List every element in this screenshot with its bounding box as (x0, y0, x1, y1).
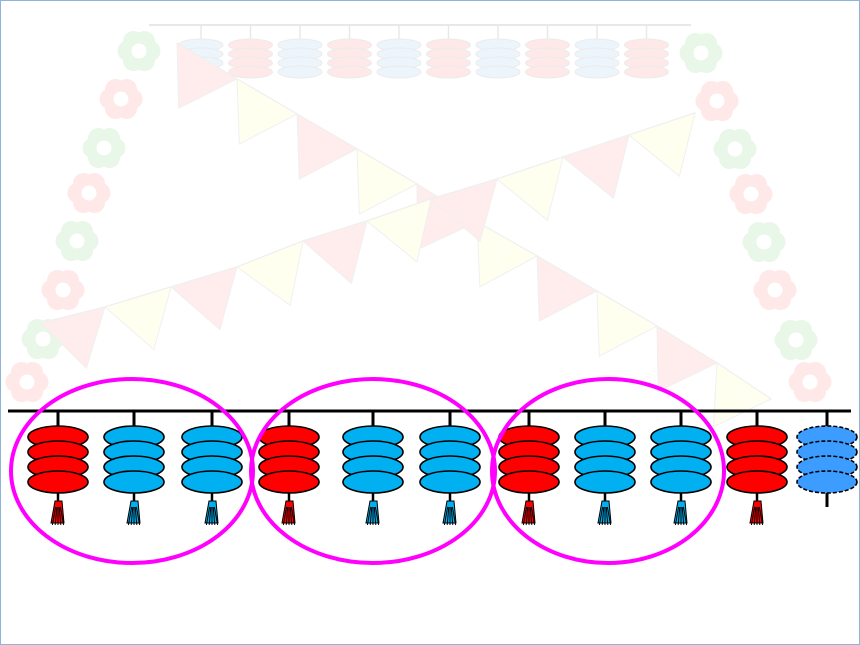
flower-deco-left (55, 220, 99, 262)
mini-lantern-deco (475, 25, 521, 79)
lantern-blue (103, 411, 165, 526)
mini-lantern-deco (178, 25, 224, 79)
lantern-red (498, 411, 560, 526)
lantern-tassel (281, 493, 296, 526)
mini-lantern-deco (574, 25, 620, 79)
flower-deco-right (713, 128, 757, 170)
group-circles (9, 377, 726, 565)
group-circle-2 (249, 377, 497, 565)
mini-lantern-deco (525, 25, 570, 79)
mini-lantern-deco (624, 25, 669, 79)
lantern-red (27, 411, 89, 526)
flower-deco-left (82, 127, 126, 169)
lantern-tassel (365, 493, 380, 526)
flower-deco-left (21, 318, 65, 360)
bunting-deco-ascending (40, 112, 696, 370)
lantern-blue (419, 411, 481, 526)
lantern-blue (650, 411, 712, 526)
lantern-tassel (50, 493, 65, 526)
lantern-blue (181, 411, 243, 526)
flower-deco-right (695, 80, 739, 122)
lantern-tassel (673, 493, 688, 526)
lantern-tassel (442, 493, 457, 526)
lantern-row (27, 411, 858, 526)
lantern-blue (574, 411, 636, 526)
flower-deco-right (753, 269, 797, 311)
lantern-blue_last (796, 411, 858, 507)
lantern-tassel (597, 493, 612, 526)
mini-lantern-deco (228, 25, 273, 79)
flower-deco-right (774, 319, 818, 361)
group-circle-3 (490, 377, 726, 565)
mini-lantern-deco (277, 25, 323, 79)
mini-lantern-deco (327, 25, 372, 79)
mini-lantern-deco (426, 25, 471, 79)
mini-lantern-deco (376, 25, 422, 79)
lantern-tassel (204, 493, 219, 526)
lantern-red (726, 411, 788, 526)
lantern-tassel (126, 493, 141, 526)
lantern-tassel (521, 493, 536, 526)
lantern-red (258, 411, 320, 526)
lantern-blue (342, 411, 404, 526)
flower-deco-left (117, 30, 161, 72)
flower-deco-left (5, 361, 49, 403)
flower-deco-right (679, 32, 723, 74)
flower-deco-left (67, 172, 111, 214)
background-decoration (5, 24, 832, 428)
flower-deco-right (742, 221, 786, 263)
flower-deco-right (729, 173, 773, 215)
flower-deco-left (99, 78, 143, 120)
bunting-deco-descending (176, 42, 773, 428)
flower-deco-right (788, 361, 832, 403)
lantern-tassel (749, 493, 764, 526)
flower-deco-left (41, 269, 85, 311)
